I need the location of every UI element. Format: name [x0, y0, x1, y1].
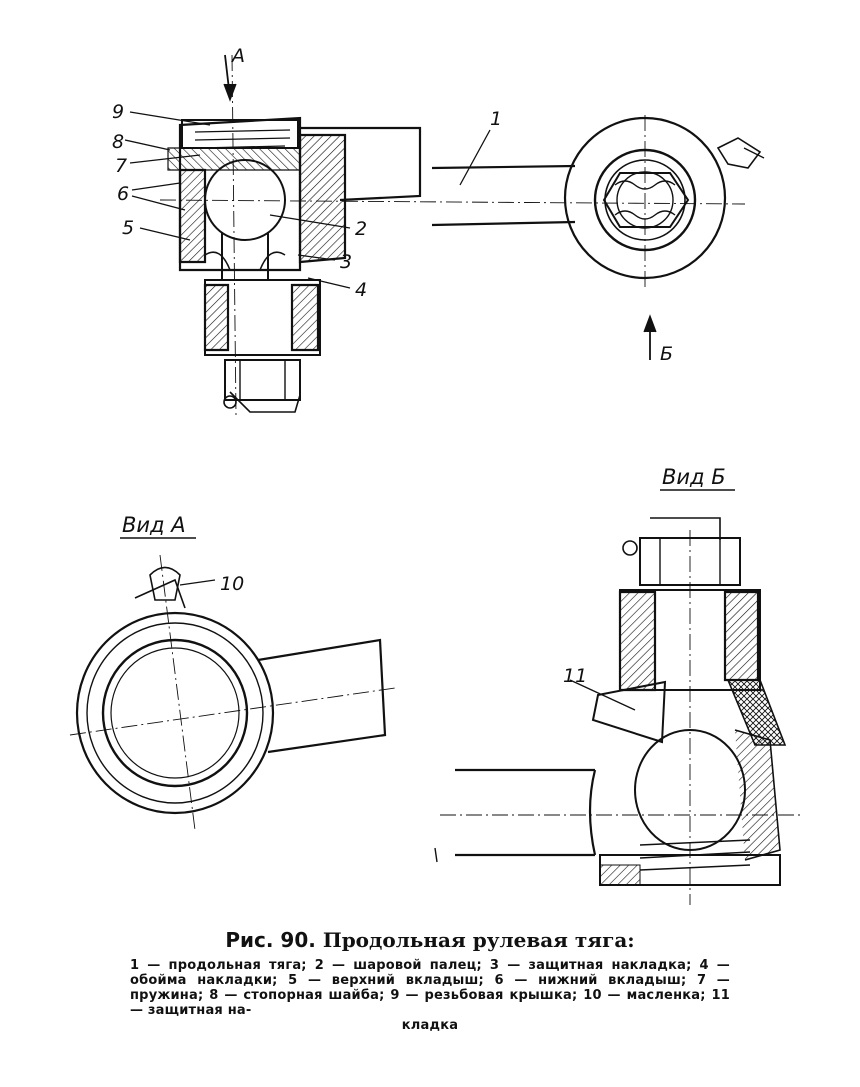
label-11: 11	[563, 665, 587, 687]
label-3: 3	[340, 251, 352, 273]
view-a-label: Вид А	[122, 513, 186, 537]
label-5: 5	[122, 217, 134, 239]
arrow-b-label: Б	[660, 343, 673, 365]
label-4: 4	[355, 279, 367, 301]
caption-heading: Продольная рулевая тяга:	[322, 928, 635, 952]
caption-legend: 1 — продольная тяга; 2 — шаровой палец; …	[130, 958, 730, 1033]
technical-drawing: 1 2 3 4 5 6 7 8 9 10 11 A Б Вид А Вид Б	[69, 45, 800, 905]
caption-number: 90.	[280, 928, 316, 952]
section-view	[124, 54, 765, 416]
label-7: 7	[115, 155, 127, 177]
caption-prefix: Рис.	[225, 928, 274, 952]
label-1: 1	[490, 108, 502, 130]
label-6: 6	[117, 183, 129, 205]
part-labels: 1 2 3 4 5 6 7 8 9 10 11 A Б Вид А Вид Б	[112, 45, 726, 687]
arrow-a-label: A	[230, 45, 245, 67]
label-2: 2	[355, 218, 367, 240]
caption-legend-body: 1 — продольная тяга; 2 — шаровой палец; …	[130, 958, 730, 1018]
caption-legend-end: кладка	[401, 1018, 459, 1033]
view-a-drawing	[69, 537, 396, 831]
label-10: 10	[220, 573, 244, 595]
view-b-label: Вид Б	[662, 465, 726, 489]
view-b-drawing	[434, 489, 800, 905]
caption-title: Рис. 90. Продольная рулевая тяга:	[0, 928, 860, 952]
label-8: 8	[112, 131, 124, 153]
label-9: 9	[112, 101, 124, 123]
figure-caption: Рис. 90. Продольная рулевая тяга: 1 — пр…	[0, 928, 860, 1033]
